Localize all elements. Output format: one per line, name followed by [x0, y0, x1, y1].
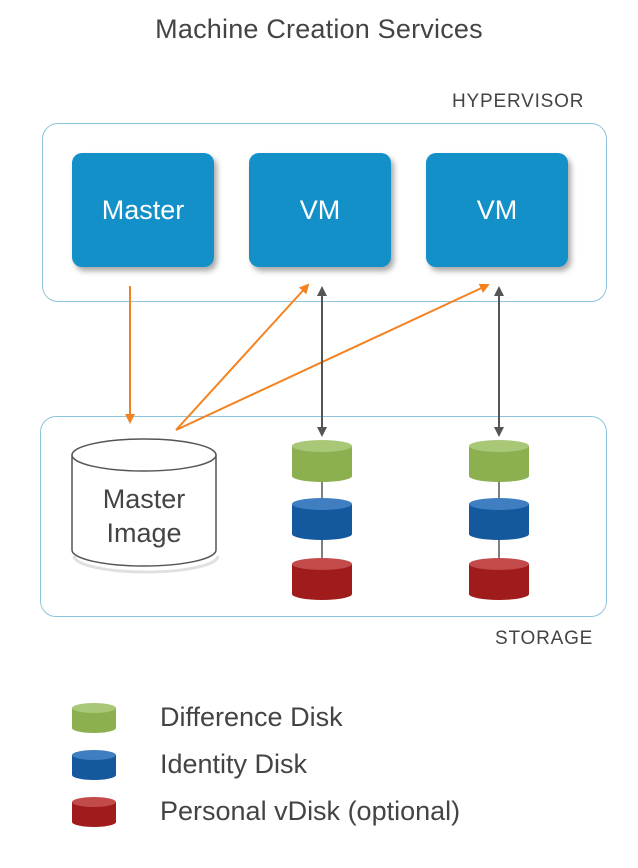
master-image-line-1: Master: [102, 484, 186, 514]
master-image-cylinder: [71, 438, 220, 574]
legend-identity-text: Identity Disk: [160, 749, 308, 779]
legend-difference-text: Difference Disk: [160, 702, 343, 732]
master-node: Master: [72, 153, 214, 267]
legend-personal-text: Personal vDisk (optional): [160, 796, 461, 826]
vm-node-2: VM: [426, 153, 568, 267]
vm-node-1: VM: [249, 153, 391, 267]
storage-label: STORAGE: [495, 628, 594, 649]
legend-difference-icon: [72, 703, 116, 733]
arrow-image-to-vm1: [175, 283, 310, 431]
personal-disk-1: [292, 558, 352, 600]
page-title: Machine Creation Services: [155, 14, 483, 44]
personal-disk-2: [469, 558, 529, 600]
vm-node-2-label: VM: [476, 194, 518, 225]
legend-identity-icon: [72, 750, 116, 780]
disk-stack-1: [292, 440, 352, 600]
master-image-line-2: Image: [106, 518, 182, 548]
arrow-image-to-vm2: [175, 283, 490, 431]
hypervisor-label: HYPERVISOR: [452, 91, 585, 112]
difference-disk-2: [469, 440, 529, 482]
master-image-label: Master Image: [72, 482, 216, 550]
disk-stack-2: [469, 440, 529, 600]
vm-node-1-label: VM: [299, 194, 341, 225]
identity-disk-2: [469, 498, 529, 540]
master-node-label: Master: [101, 194, 185, 225]
legend-personal-icon: [72, 797, 116, 827]
identity-disk-1: [292, 498, 352, 540]
difference-disk-1: [292, 440, 352, 482]
